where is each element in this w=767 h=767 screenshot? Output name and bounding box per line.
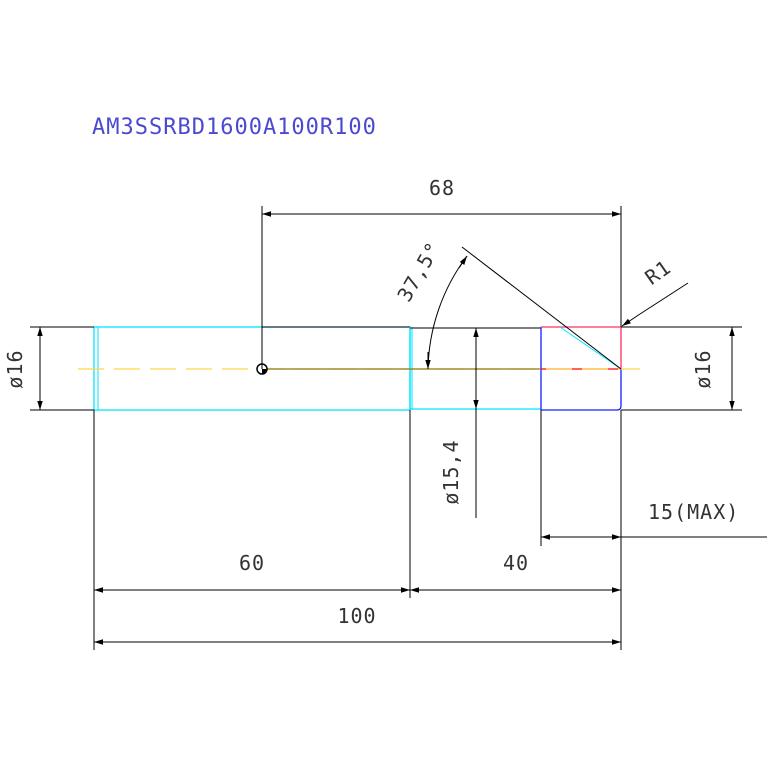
dim-length-60-40: 60 40 (93, 410, 621, 650)
dim-radius: R1 (621, 255, 689, 327)
dim-angle-label: 37,5° (392, 237, 445, 305)
shaft-end-corner-arc (616, 405, 622, 411)
dim-length-68-label: 68 (429, 176, 455, 200)
dim-radius-label: R1 (640, 255, 675, 290)
dim-diameter-right: ø16 (621, 326, 742, 411)
dim-length-60-label: 60 (239, 551, 265, 575)
part-number-title: AM3SSRBD1600A100R100 (92, 115, 377, 140)
dim-length-100: 100 (94, 604, 621, 645)
dim-angle: 37,5° (392, 237, 622, 370)
shaft-end-cyan-diagonal (559, 326, 622, 370)
dim-diameter-right-label: ø16 (691, 349, 715, 388)
dim-diameter-mid-label: ø15,4 (439, 439, 463, 504)
reference-point-fill (262, 369, 267, 374)
dim-length-68: 68 (261, 176, 622, 369)
dim-diameter-left-label: ø16 (3, 349, 27, 388)
dim-length-40-label: 40 (503, 551, 529, 575)
dim-max-length: 15(MAX) (540, 410, 767, 650)
dim-diameter-left: ø16 (3, 326, 94, 411)
dim-max-length-label: 15(MAX) (648, 500, 739, 524)
dim-length-100-label: 100 (337, 604, 376, 628)
dim-diameter-mid: ø15,4 (439, 328, 479, 518)
